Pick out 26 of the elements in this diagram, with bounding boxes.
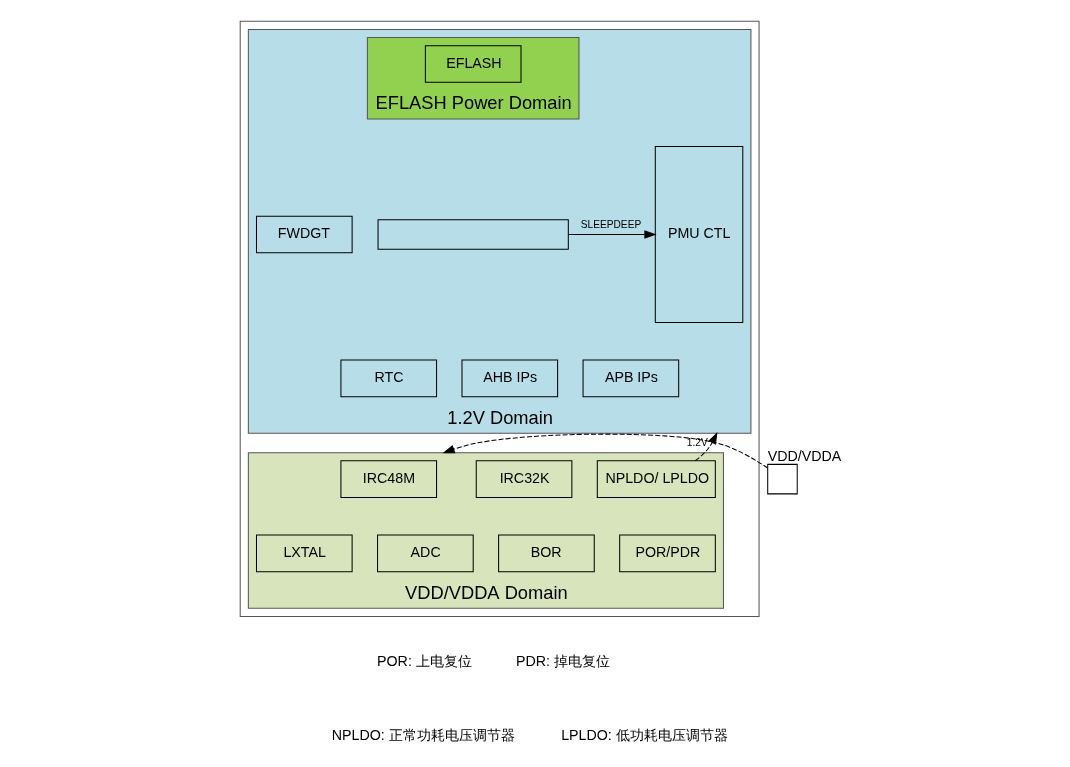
node-box: RTC <box>339 359 437 397</box>
node-box: IRC48M <box>339 459 437 498</box>
node-box: POR/PDR <box>618 534 716 572</box>
edge-label: 1.2V <box>686 436 708 448</box>
node-box: BOR <box>497 534 595 572</box>
node-box: EFLASH <box>424 44 521 83</box>
node-box: ADC <box>376 534 474 572</box>
label: PDR: 掉电复位 <box>515 652 610 669</box>
arrow <box>694 431 717 461</box>
node-box <box>766 463 798 494</box>
label: POR: 上电复位 <box>376 652 472 669</box>
node-box: LXTAL <box>255 534 353 572</box>
arrow <box>442 433 768 468</box>
node-box: PMU CTL <box>654 145 743 323</box>
cluster <box>239 20 760 617</box>
edge-label: SLEEPDEEP <box>580 218 641 230</box>
node-label: VDD/VDDA <box>767 447 841 464</box>
label: LPLDO: 低功耗电压调节器 <box>560 726 728 743</box>
arrow <box>567 229 657 239</box>
node-box: AHB IPs <box>461 359 558 397</box>
node-box: IRC32K <box>475 459 572 498</box>
node-box: FWDGT <box>255 215 353 253</box>
node-box <box>377 218 569 250</box>
node-box: APB IPs <box>582 359 679 397</box>
label: NPLDO: 正常功耗电压调节器 <box>331 726 515 743</box>
node-box: NPLDO/ LPLDO <box>596 459 716 498</box>
